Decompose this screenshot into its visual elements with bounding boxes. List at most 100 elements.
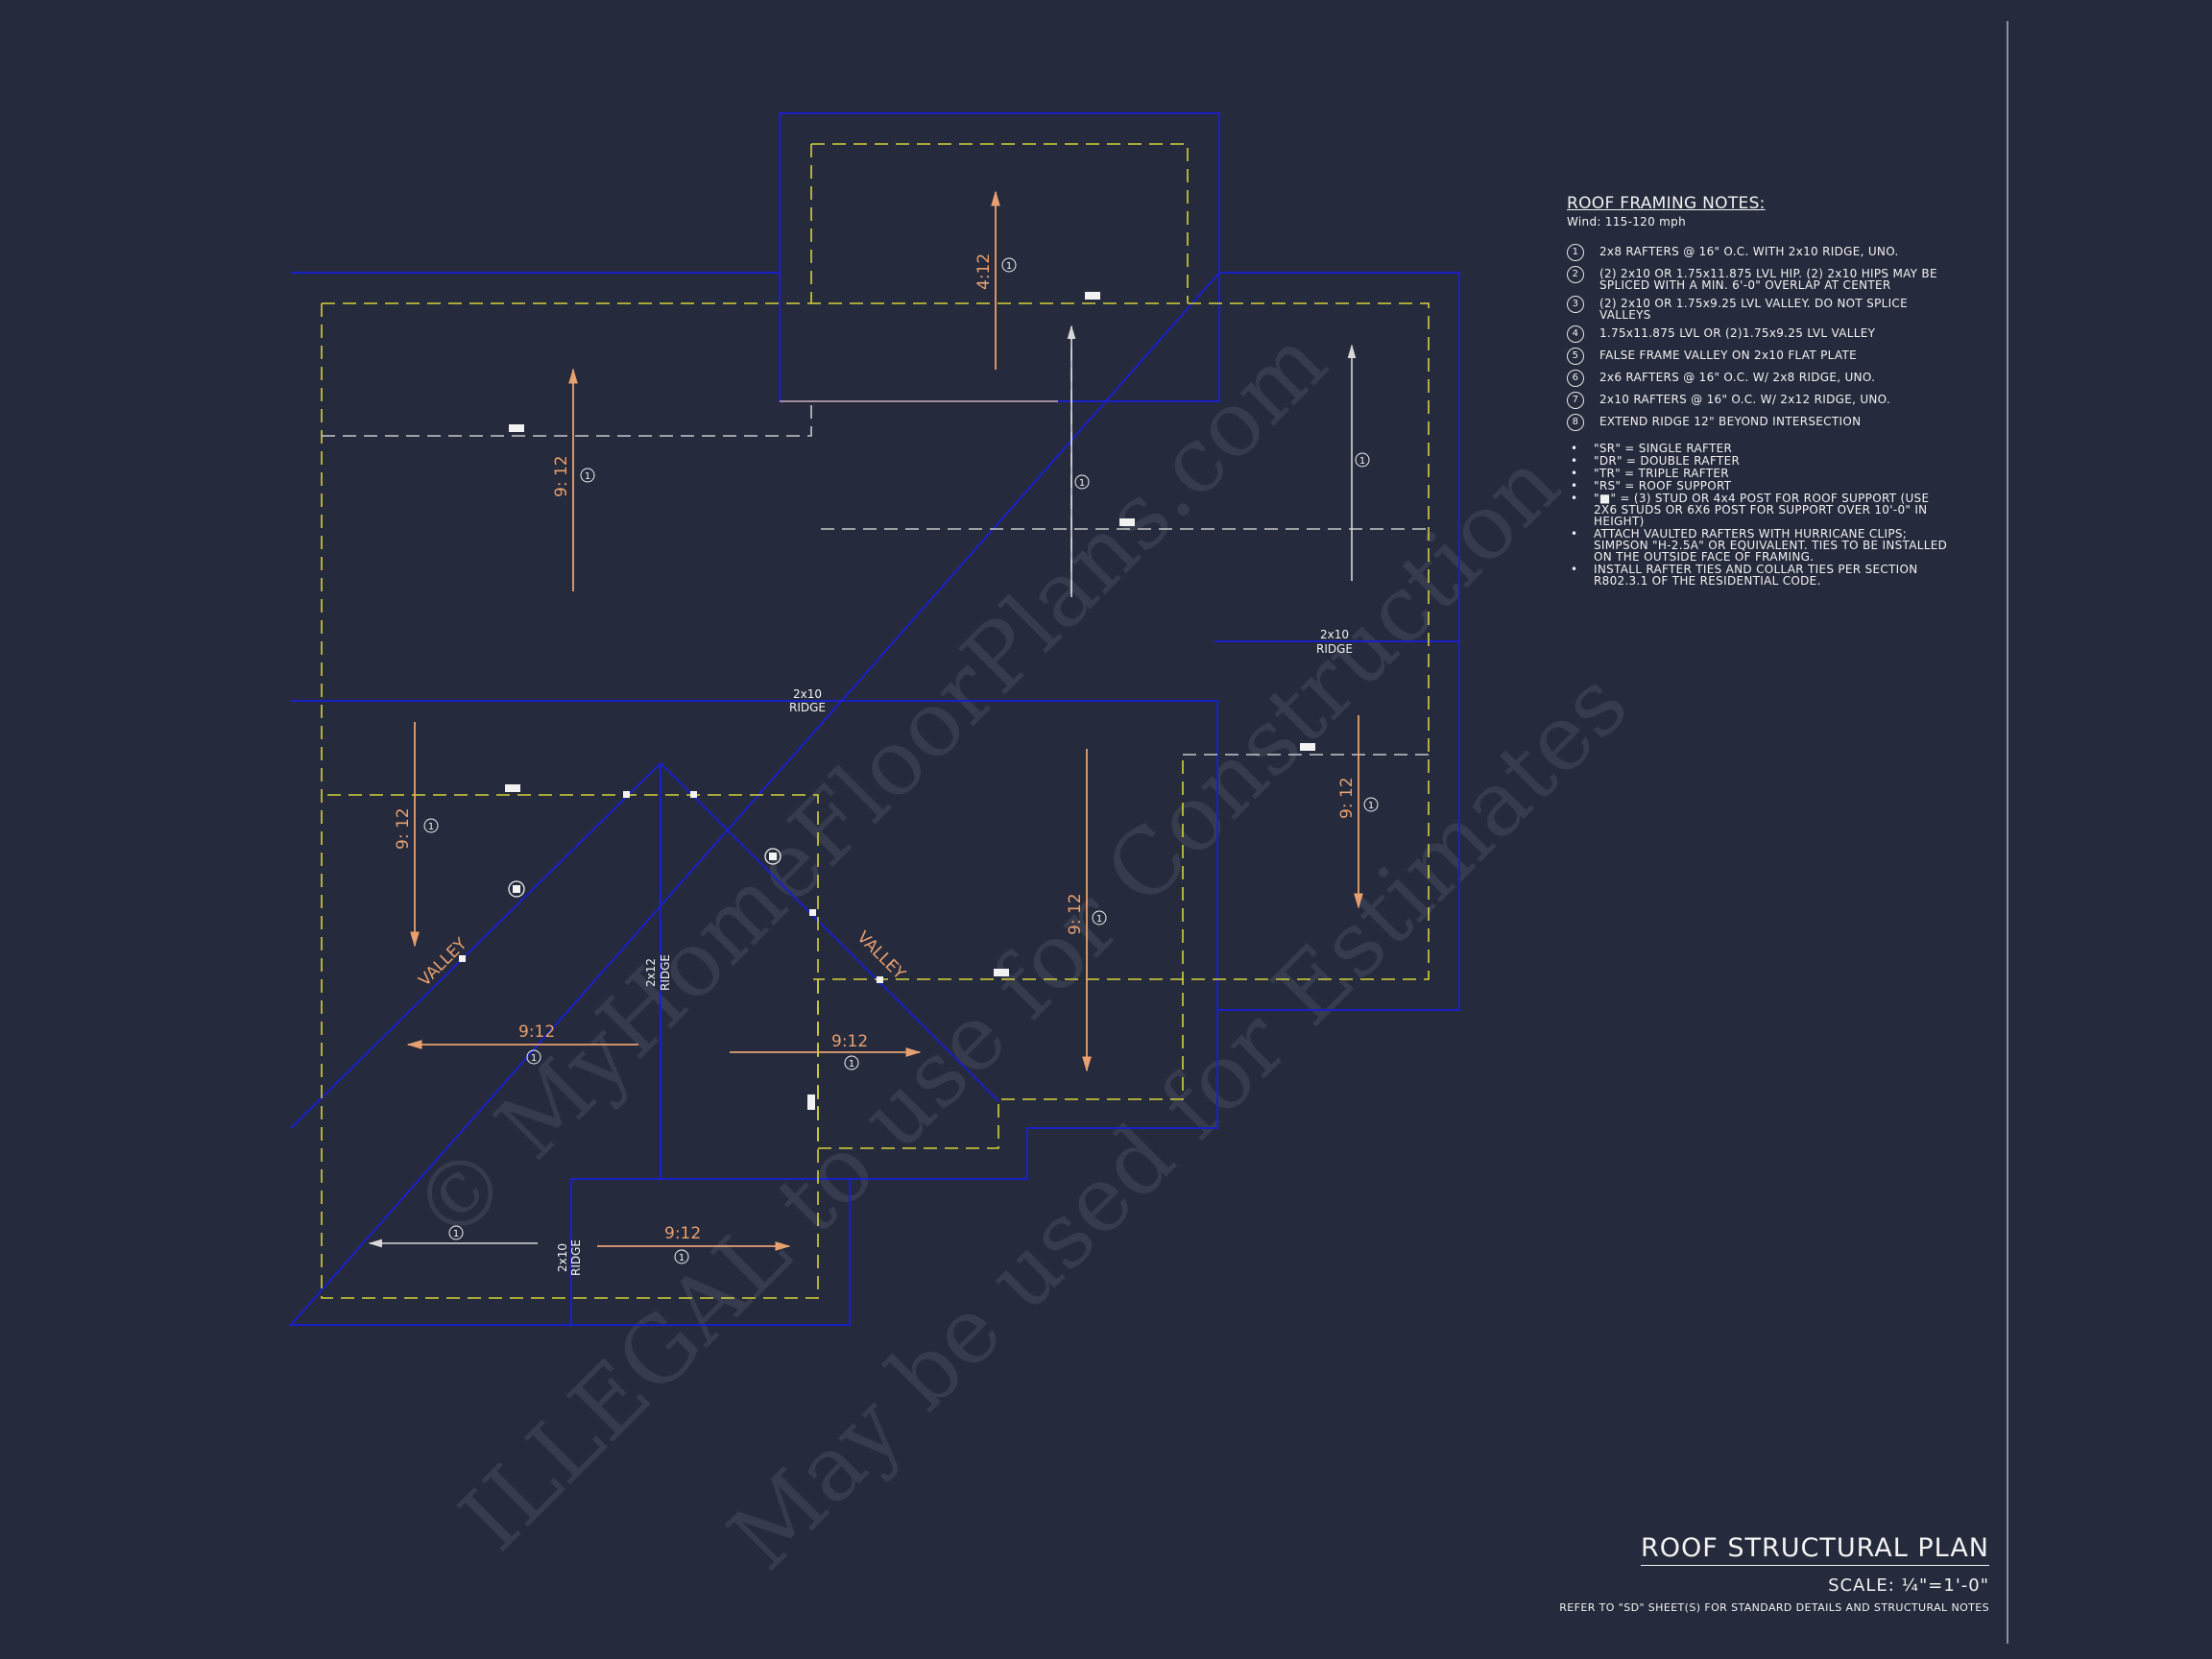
bullet-icon: • — [1571, 492, 1578, 505]
rafter-marker: 1 — [1355, 452, 1370, 468]
note-number: 4 — [1567, 325, 1584, 343]
bullet-text: "TR" = TRIPLE RAFTER — [1594, 467, 1729, 480]
bullet-text: INSTALL RAFTER TIES AND COLLAR TIES PER … — [1594, 563, 1918, 588]
note-text: (2) 2x10 OR 1.75x11.875 LVL HIP. (2) 2x1… — [1599, 267, 1937, 292]
bullet-icon: • — [1571, 454, 1578, 468]
rafter-marker: 1 — [1092, 910, 1107, 926]
valley-label: VALLEY — [853, 927, 909, 984]
rafter-markers: 1 1 1 1 1 1 1 1 1 1 1 — [423, 257, 1379, 1264]
ridge-labels: 2x10 RIDGE 2x10 RIDGE 2x12 RIDGE 2x10 RI… — [556, 628, 1353, 1276]
note-bullet: • "■" = (3) STUD OR 4x4 POST FOR ROOF SUP… — [1567, 493, 1951, 527]
bullet-text: "■" = (3) STUD OR 4x4 POST FOR ROOF SUPP… — [1594, 492, 1930, 528]
note-item: 4 1.75x11.875 LVL OR (2)1.75x9.25 LVL VAL… — [1567, 325, 1951, 343]
reference-note: REFER TO "SD" SHEET(S) FOR STANDARD DETA… — [1559, 1601, 1989, 1614]
note-items: 1 2x8 RAFTERS @ 16" O.C. WITH 2x10 RIDGE,… — [1567, 244, 1951, 431]
roof-support-symbol — [508, 880, 525, 898]
roof-support-symbol — [764, 848, 781, 865]
note-item: 6 2x6 RAFTERS @ 16" O.C. W/ 2x8 RIDGE, UN… — [1567, 370, 1951, 387]
rafter-marker: 1 — [844, 1055, 859, 1070]
ridge-word-label: RIDGE — [569, 1239, 583, 1276]
note-text: FALSE FRAME VALLEY ON 2x10 FLAT PLATE — [1599, 349, 1857, 362]
svg-text:1: 1 — [531, 1053, 537, 1064]
svg-text:1: 1 — [1359, 456, 1365, 467]
rafter-marker: 1 — [448, 1225, 464, 1240]
bullet-icon: • — [1571, 563, 1578, 576]
svg-text:1: 1 — [428, 822, 434, 832]
note-text: 2x6 RAFTERS @ 16" O.C. W/ 2x8 RIDGE, UNO… — [1599, 371, 1876, 384]
bullet-icon: • — [1571, 527, 1578, 541]
svg-text:1: 1 — [1006, 261, 1012, 272]
hip-line-right — [660, 762, 999, 1102]
note-bullet: • "SR" = SINGLE RAFTER — [1567, 443, 1951, 454]
note-item: 2 (2) 2x10 OR 1.75x11.875 LVL HIP. (2) 2x… — [1567, 266, 1951, 292]
svg-text:1: 1 — [1368, 801, 1374, 811]
note-number: 3 — [1567, 296, 1584, 313]
note-bullet: • INSTALL RAFTER TIES AND COLLAR TIES PER… — [1567, 564, 1951, 587]
note-item: 3 (2) 2x10 OR 1.75x9.25 LVL VALLEY. DO NO… — [1567, 296, 1951, 322]
note-bullet: • "RS" = ROOF SUPPORT — [1567, 480, 1951, 492]
pitch-label: 9: 12 — [1337, 777, 1357, 819]
bullet-icon: • — [1571, 442, 1578, 455]
ridge-size-label: 2x12 — [644, 958, 658, 987]
bullet-text: "RS" = ROOF SUPPORT — [1594, 479, 1732, 493]
note-bullets: • "SR" = SINGLE RAFTER • "DR" = DOUBLE RAFT… — [1567, 443, 1951, 587]
note-item: 5 FALSE FRAME VALLEY ON 2x10 FLAT PLATE — [1567, 348, 1951, 365]
note-number: 5 — [1567, 348, 1584, 365]
bullet-text: "SR" = SINGLE RAFTER — [1594, 442, 1733, 455]
ridge-word-label: RIDGE — [789, 701, 826, 714]
rafter-marker: 1 — [423, 818, 439, 833]
rafter-marker: 1 — [1363, 797, 1379, 812]
rafter-marker: 1 — [674, 1249, 689, 1264]
bullet-text: "DR" = DOUBLE RAFTER — [1594, 454, 1741, 468]
note-bullet: • "TR" = TRIPLE RAFTER — [1567, 468, 1951, 479]
svg-text:1: 1 — [849, 1059, 854, 1070]
note-text: 2x8 RAFTERS @ 16" O.C. WITH 2x10 RIDGE, … — [1599, 245, 1899, 258]
ridge-word-label: RIDGE — [1316, 642, 1353, 656]
plate-lines — [321, 143, 1430, 1299]
svg-text:1: 1 — [453, 1229, 459, 1239]
ridge-size-label: 2x10 — [556, 1243, 569, 1272]
bullet-text: ATTACH VAULTED RAFTERS WITH HURRICANE CL… — [1594, 527, 1948, 564]
ridge-word-label: RIDGE — [659, 954, 672, 991]
pitch-arrows — [406, 190, 1363, 1251]
note-text: 1.75x11.875 LVL OR (2)1.75x9.25 LVL VALL… — [1599, 326, 1876, 340]
pitch-label: 9: 12 — [552, 455, 571, 497]
white-arrows — [368, 325, 1357, 1248]
note-number: 2 — [1567, 266, 1584, 283]
pitch-label: 9:12 — [831, 1032, 868, 1051]
bullet-icon: • — [1571, 467, 1578, 480]
note-bullet: • ATTACH VAULTED RAFTERS WITH HURRICANE C… — [1567, 528, 1951, 563]
note-text: EXTEND RIDGE 12" BEYOND INTERSECTION — [1599, 415, 1862, 428]
note-text: (2) 2x10 OR 1.75x9.25 LVL VALLEY. DO NOT… — [1599, 297, 1908, 322]
note-bullet: • "DR" = DOUBLE RAFTER — [1567, 455, 1951, 467]
drawing-scale: SCALE: ¼"=1'-0" — [1828, 1575, 1989, 1596]
rafter-marker: 1 — [526, 1049, 541, 1065]
svg-text:1: 1 — [585, 471, 590, 482]
title-block: ROOF STRUCTURAL PLAN SCALE: ¼"=1'-0" REF… — [1559, 1533, 1989, 1614]
svg-text:1: 1 — [1079, 478, 1085, 489]
note-item: 7 2x10 RAFTERS @ 16" O.C. W/ 2x12 RIDGE, … — [1567, 392, 1951, 409]
ridge-size-label: 2x10 — [1320, 628, 1349, 641]
note-number: 7 — [1567, 392, 1584, 409]
post-markers — [459, 292, 1315, 1110]
rafter-marker: 1 — [580, 468, 595, 483]
pitch-label: 9: 12 — [1066, 893, 1085, 935]
sheet-border-line — [2007, 21, 2008, 1644]
note-text: 2x10 RAFTERS @ 16" O.C. W/ 2x12 RIDGE, U… — [1599, 393, 1891, 406]
note-number: 6 — [1567, 370, 1584, 387]
wall-outline — [288, 112, 1460, 1326]
pitch-label: 9:12 — [664, 1224, 701, 1243]
drawing-title: ROOF STRUCTURAL PLAN — [1640, 1533, 1989, 1566]
bullet-icon: • — [1571, 479, 1578, 493]
rafter-marker: 1 — [1074, 474, 1090, 490]
note-item: 1 2x8 RAFTERS @ 16" O.C. WITH 2x10 RIDGE,… — [1567, 244, 1951, 261]
pitch-label: 4:12 — [974, 253, 994, 290]
svg-text:1: 1 — [1096, 914, 1102, 925]
valley-label: VALLEY — [415, 934, 471, 991]
rafter-marker: 1 — [1001, 257, 1017, 273]
notes-heading: ROOF FRAMING NOTES: — [1567, 194, 1766, 213]
note-number: 1 — [1567, 244, 1584, 261]
